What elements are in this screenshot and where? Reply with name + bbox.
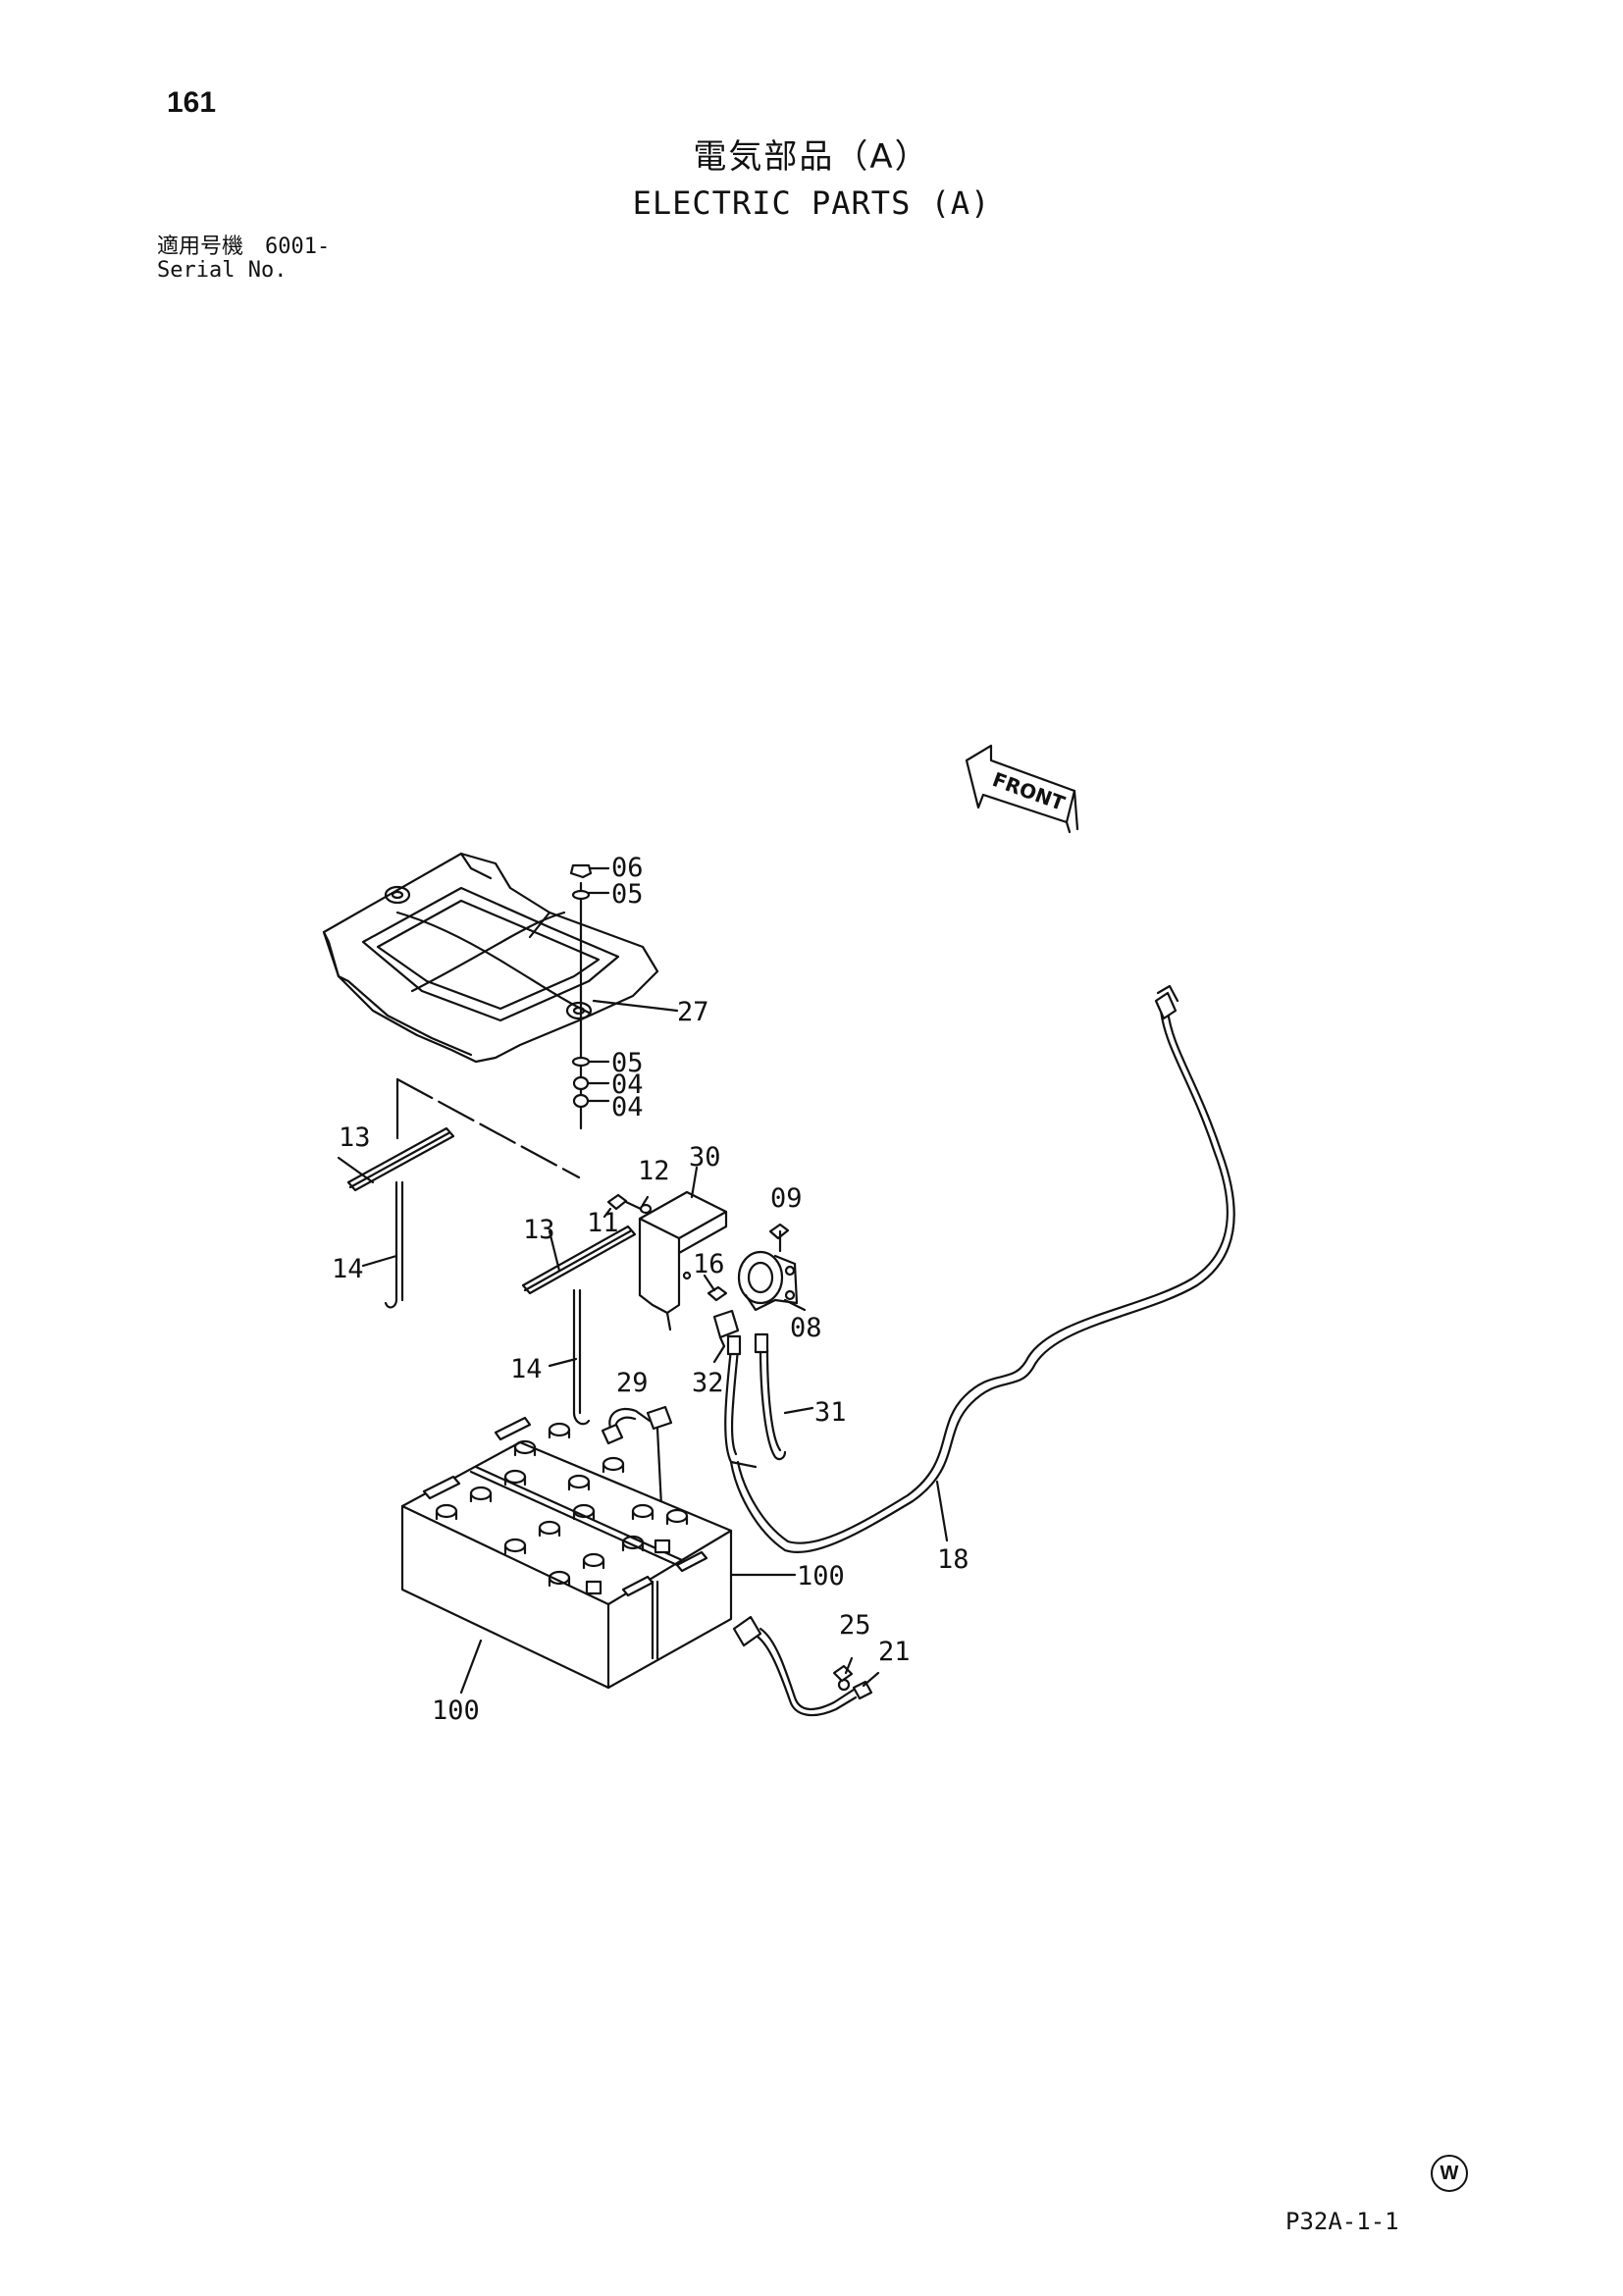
reference-code: P32A-1-1 bbox=[1285, 2208, 1399, 2235]
page-title-en: ELECTRIC PARTS (A) bbox=[632, 184, 991, 222]
callout-14-middle: 14 bbox=[510, 1354, 543, 1384]
callout-05-lower: 05 bbox=[611, 1048, 644, 1078]
battery-cover bbox=[322, 852, 659, 1064]
serial-label-jp: 適用号機 bbox=[157, 235, 244, 259]
page-title-jp: 電気部品（A） bbox=[693, 137, 930, 177]
callout-11: 11 bbox=[587, 1208, 619, 1238]
callout-12: 12 bbox=[638, 1156, 670, 1186]
battery-100 bbox=[400, 1416, 733, 1690]
callout-25: 25 bbox=[839, 1610, 871, 1641]
callout-13-left: 13 bbox=[339, 1122, 371, 1153]
harness-31 bbox=[724, 1332, 787, 1469]
callout-04-lower: 04 bbox=[611, 1092, 644, 1122]
rod-14b bbox=[572, 1288, 591, 1426]
callout-18: 18 bbox=[937, 1544, 969, 1575]
battery-relay-08 bbox=[737, 1250, 799, 1312]
callout-31: 31 bbox=[814, 1397, 847, 1428]
bolt-06 bbox=[569, 863, 610, 879]
w-mark-icon: W bbox=[1431, 2155, 1468, 2192]
callout-13-middle: 13 bbox=[523, 1215, 555, 1245]
callout-04-upper: 04 bbox=[611, 1070, 644, 1100]
callout-29: 29 bbox=[616, 1368, 649, 1398]
callout-14-left: 14 bbox=[332, 1254, 364, 1284]
callout-08: 08 bbox=[790, 1313, 822, 1343]
hold-down-bar-13b bbox=[521, 1225, 637, 1295]
callout-27: 27 bbox=[677, 997, 709, 1027]
battery-cable-29 bbox=[601, 1405, 673, 1508]
callout-100-left: 100 bbox=[432, 1696, 480, 1726]
bracket-30 bbox=[638, 1190, 728, 1331]
callout-30: 30 bbox=[689, 1142, 721, 1173]
serial-label-en: Serial No. bbox=[157, 258, 288, 283]
callout-06: 06 bbox=[611, 853, 644, 883]
battery-cable-18 bbox=[729, 984, 1235, 1554]
connector-32 bbox=[712, 1309, 740, 1348]
callout-32: 32 bbox=[692, 1368, 724, 1398]
ground-cable-21 bbox=[732, 1615, 873, 1717]
callout-16: 16 bbox=[693, 1249, 725, 1279]
page-number: 161 bbox=[167, 86, 217, 119]
rod-14a bbox=[384, 1180, 404, 1309]
front-arrow-icon: FRONT bbox=[965, 744, 1079, 834]
callout-05-upper: 05 bbox=[611, 879, 644, 910]
serial-block: 適用号機 6001- Serial No. bbox=[157, 235, 330, 283]
serial-value: 6001- bbox=[265, 235, 331, 259]
callout-21: 21 bbox=[878, 1637, 911, 1667]
callout-09: 09 bbox=[770, 1183, 803, 1214]
callout-100-right: 100 bbox=[797, 1561, 845, 1592]
